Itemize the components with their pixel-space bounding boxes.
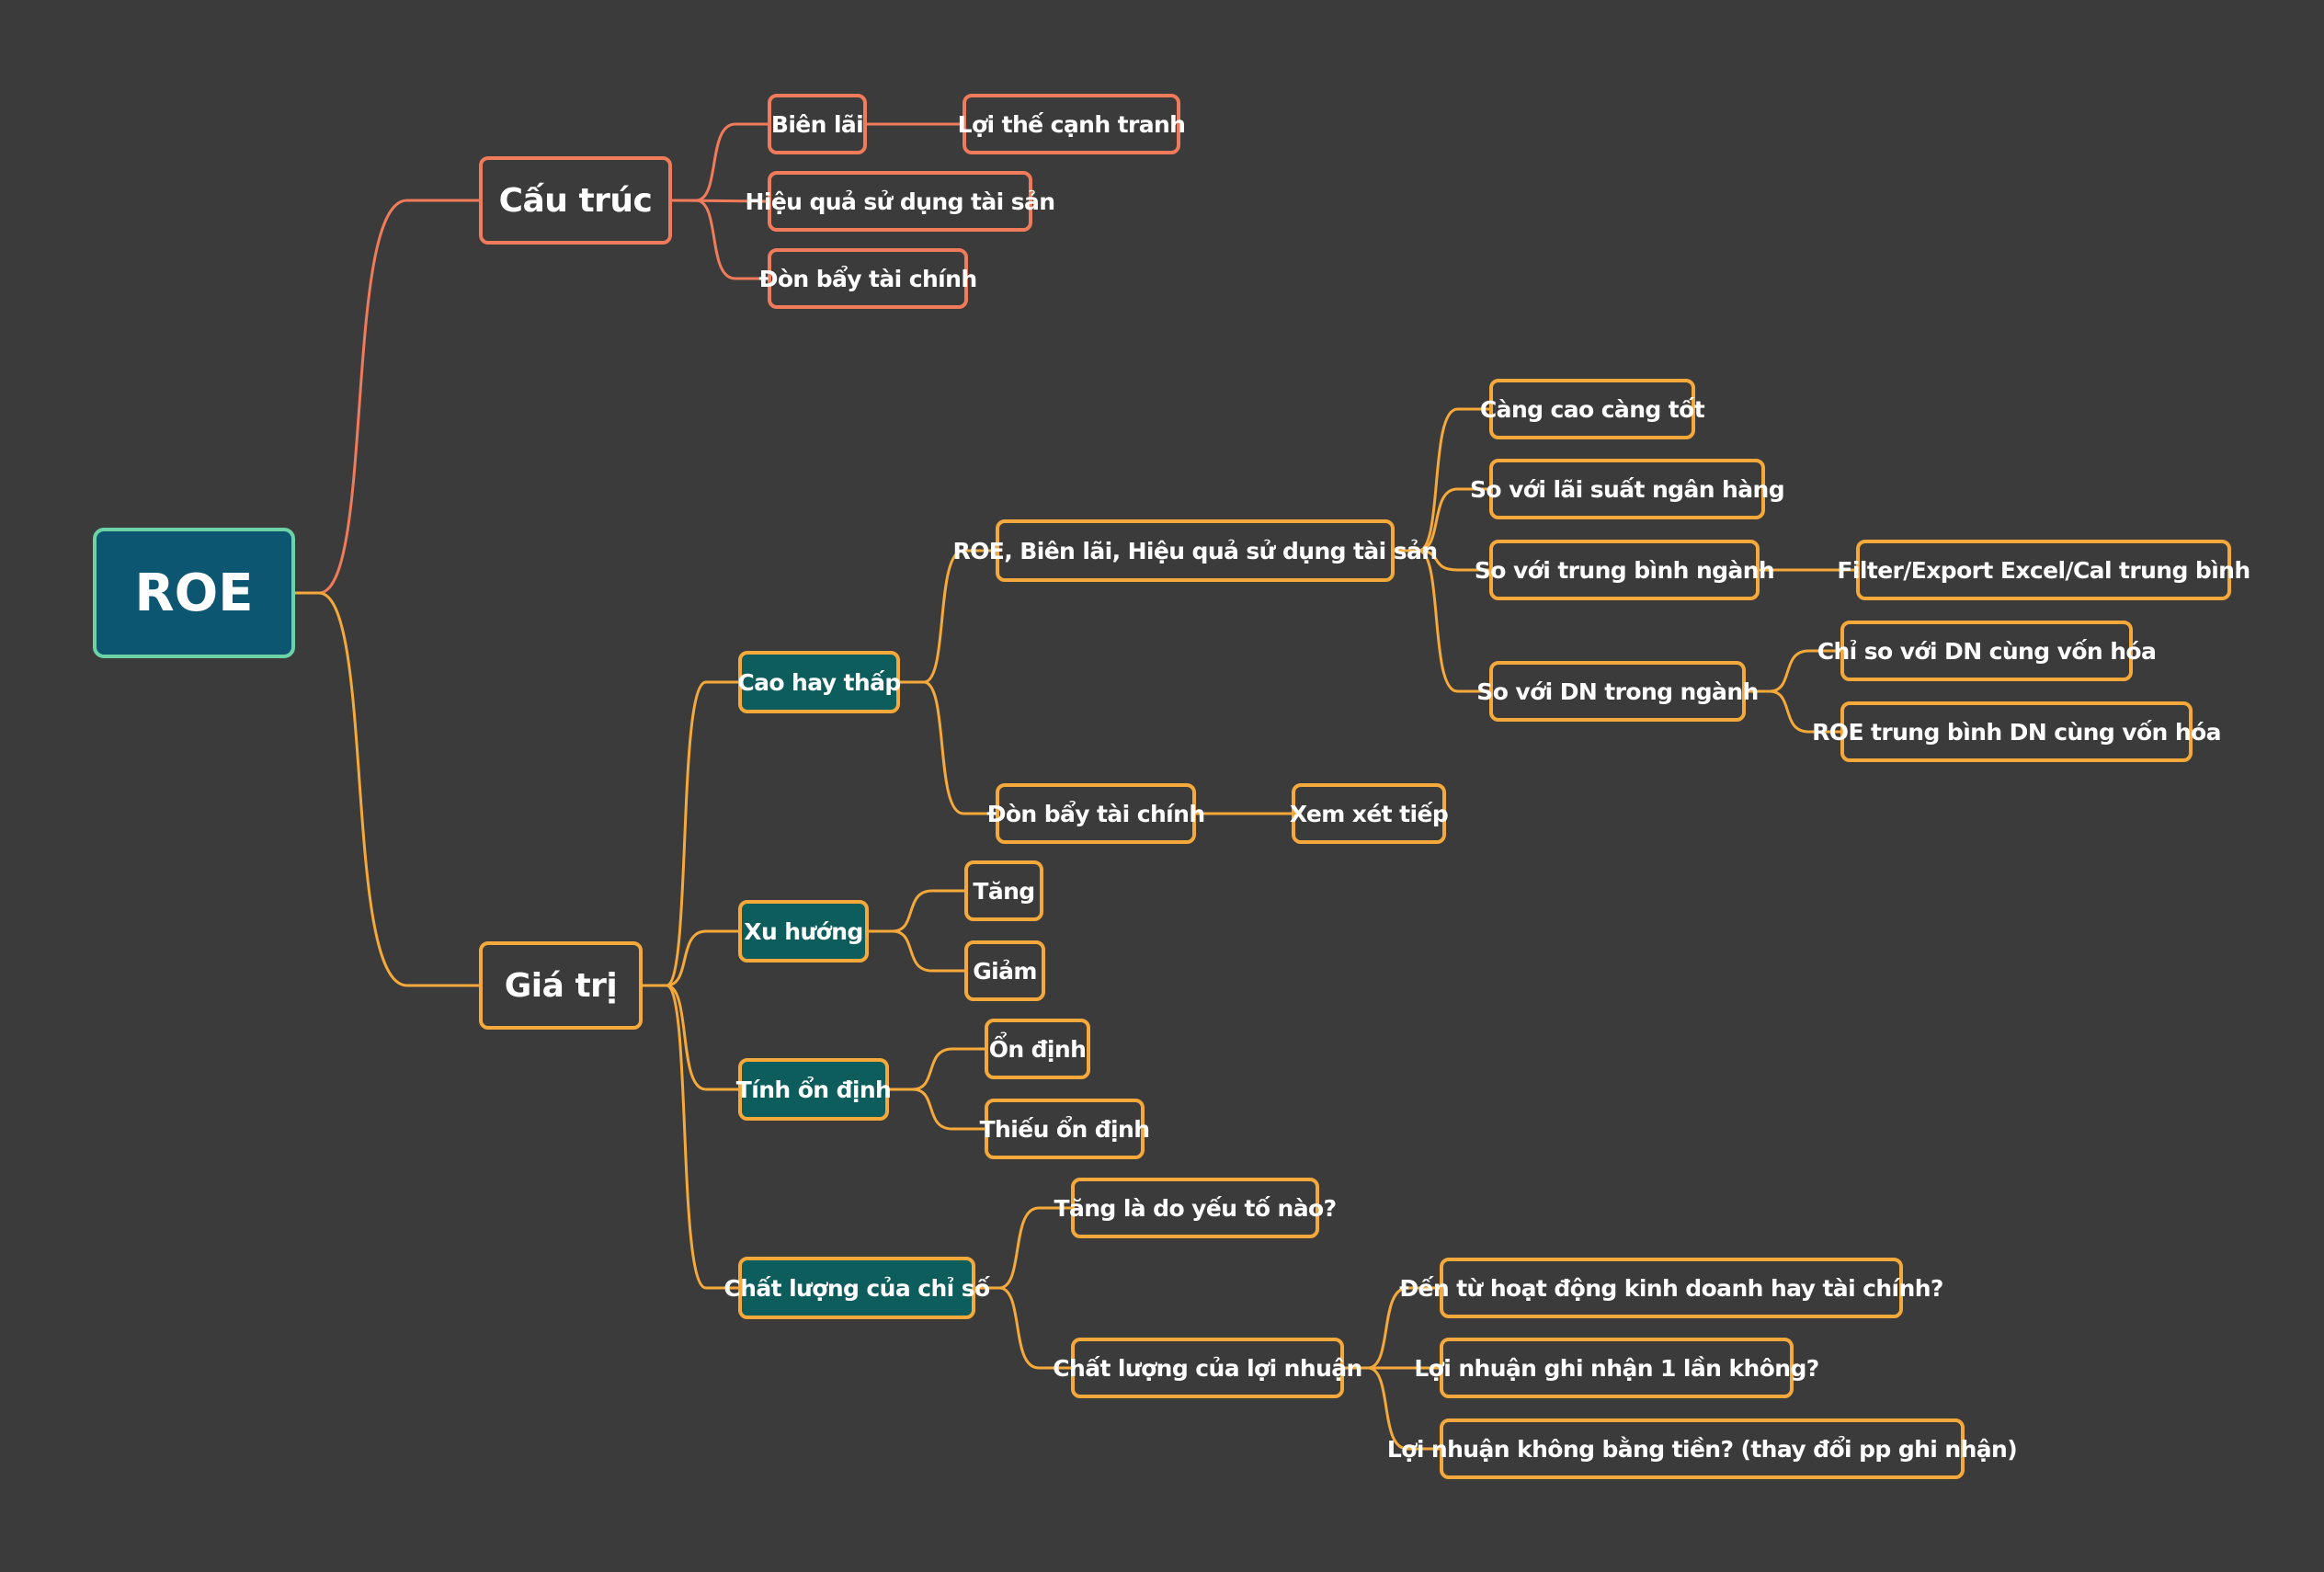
node-tang-la-do-yeu-to-nao[interactable]: Tăng là do yếu tố nào? — [1054, 1178, 1337, 1238]
node-den-tu-hoat-dong-kinh-doanh[interactable]: Đến từ hoạt động kinh doanh hay tài chín… — [1399, 1258, 1943, 1318]
connector-root-to-giatri — [295, 591, 479, 987]
node-cang-cao-cang-tot[interactable]: Càng cao càng tốt — [1480, 379, 1705, 439]
node-don-bay-tai-chinh-cau-truc[interactable]: Đòn bẩy tài chính — [758, 248, 977, 309]
node-tinh-on-dinh[interactable]: Tính ổn định — [736, 1058, 892, 1121]
node-loi-the-canh-tranh[interactable]: Lợi thế cạnh tranh — [958, 94, 1186, 154]
node-xem-xet-tiep[interactable]: Xem xét tiếp — [1290, 783, 1449, 844]
node-roe-trung-binh-dn[interactable]: ROE trung bình DN cùng vốn hóa — [1812, 701, 2221, 762]
node-cau-truc[interactable]: Cấu trúc — [479, 156, 672, 245]
node-bien-lai[interactable]: Biên lãi — [768, 94, 867, 154]
connector-root-to-cautruc — [295, 199, 479, 595]
connector-dntrongnganh-to-roetb — [1746, 689, 1840, 734]
connector-giatri-to-xuhuong — [643, 929, 738, 987]
connector-chatluongln-to-khongbangtien — [1344, 1366, 1440, 1451]
node-thieu-on-dinh[interactable]: Thiếu ổn định — [980, 1099, 1150, 1159]
node-on-dinh[interactable]: Ổn định — [985, 1019, 1090, 1079]
node-so-voi-lai-suat-ngan-hang[interactable]: So với lãi suất ngân hàng — [1470, 459, 1785, 519]
node-roe[interactable]: ROE — [93, 528, 295, 658]
node-so-voi-trung-binh-nganh[interactable]: So với trung bình ngành — [1475, 540, 1775, 600]
node-filter-export-excel[interactable]: Filter/Export Excel/Cal trung bình — [1837, 540, 2250, 600]
connector-chatluong-to-chatluongln — [975, 1286, 1071, 1370]
connector-giatri-to-ondinh — [643, 984, 738, 1091]
node-roe-bien-lai-hieu-qua[interactable]: ROE, Biên lãi, Hiệu quả sử dụng tài sản — [953, 519, 1438, 582]
connector-roegroup-to-dntrongnganh — [1395, 549, 1489, 693]
node-giam[interactable]: Giảm — [964, 940, 1045, 1001]
node-cao-hay-thap[interactable]: Cao hay thấp — [737, 651, 901, 713]
connector-caothap-to-roegroup — [900, 549, 996, 684]
node-tang[interactable]: Tăng — [964, 860, 1043, 921]
node-chi-so-voi-dn-cung-von-hoa[interactable]: Chỉ so với DN cùng vốn hóa — [1817, 621, 2157, 681]
node-don-bay-tai-chinh-gia-tri[interactable]: Đòn bẩy tài chính — [986, 783, 1205, 844]
connector-chatluong-to-tangdo — [975, 1206, 1071, 1290]
connector-ondinh-to-thieu — [889, 1088, 985, 1131]
connector-caothap-to-donbay2 — [900, 680, 996, 815]
connector-giatri-to-caothap — [643, 680, 738, 987]
connector-roegroup-to-cangcao — [1395, 407, 1489, 552]
node-chat-luong-cua-chi-so[interactable]: Chất lượng của chỉ số — [723, 1257, 990, 1319]
node-gia-tri[interactable]: Giá trị — [479, 941, 643, 1030]
node-chat-luong-cua-loi-nhuan[interactable]: Chất lượng của lợi nhuận — [1053, 1338, 1362, 1398]
node-hieu-qua-su-dung-tai-san[interactable]: Hiệu quả sử dụng tài sản — [746, 171, 1055, 232]
node-loi-nhuan-khong-bang-tien[interactable]: Lợi nhuận không bằng tiền? (thay đổi pp … — [1387, 1418, 2018, 1479]
connector-cautruc-to-donbay1 — [672, 199, 768, 280]
connector-giatri-to-chatluong — [643, 984, 738, 1290]
node-loi-nhuan-ghi-nhan-1-lan[interactable]: Lợi nhuận ghi nhận 1 lần không? — [1414, 1338, 1819, 1398]
node-xu-huong[interactable]: Xu hướng — [738, 900, 869, 963]
connector-xuhuong-to-giam — [869, 929, 964, 973]
node-so-voi-dn-trong-nganh[interactable]: So với DN trong ngành — [1476, 661, 1759, 722]
connector-ondinh-to-ondinh2 — [889, 1047, 985, 1091]
connector-xuhuong-to-tang — [869, 889, 964, 933]
